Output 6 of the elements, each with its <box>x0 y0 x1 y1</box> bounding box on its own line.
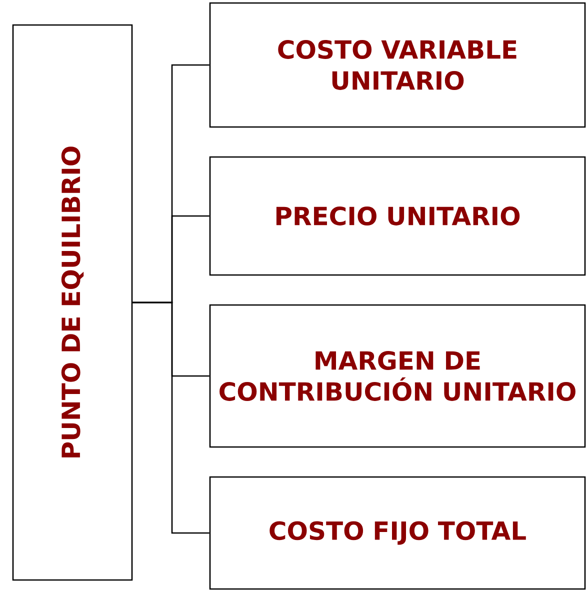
concept-box: COSTO FIJO TOTAL <box>209 476 586 590</box>
connector-line <box>132 302 210 534</box>
concept-box: PRECIO UNITARIO <box>209 156 586 276</box>
vertical-title-box: PUNTO DE EQUILIBRIO <box>12 24 133 581</box>
concept-box: MARGEN DE CONTRIBUCIÓN UNITARIO <box>209 304 586 448</box>
concept-box: COSTO VARIABLE UNITARIO <box>209 2 586 128</box>
